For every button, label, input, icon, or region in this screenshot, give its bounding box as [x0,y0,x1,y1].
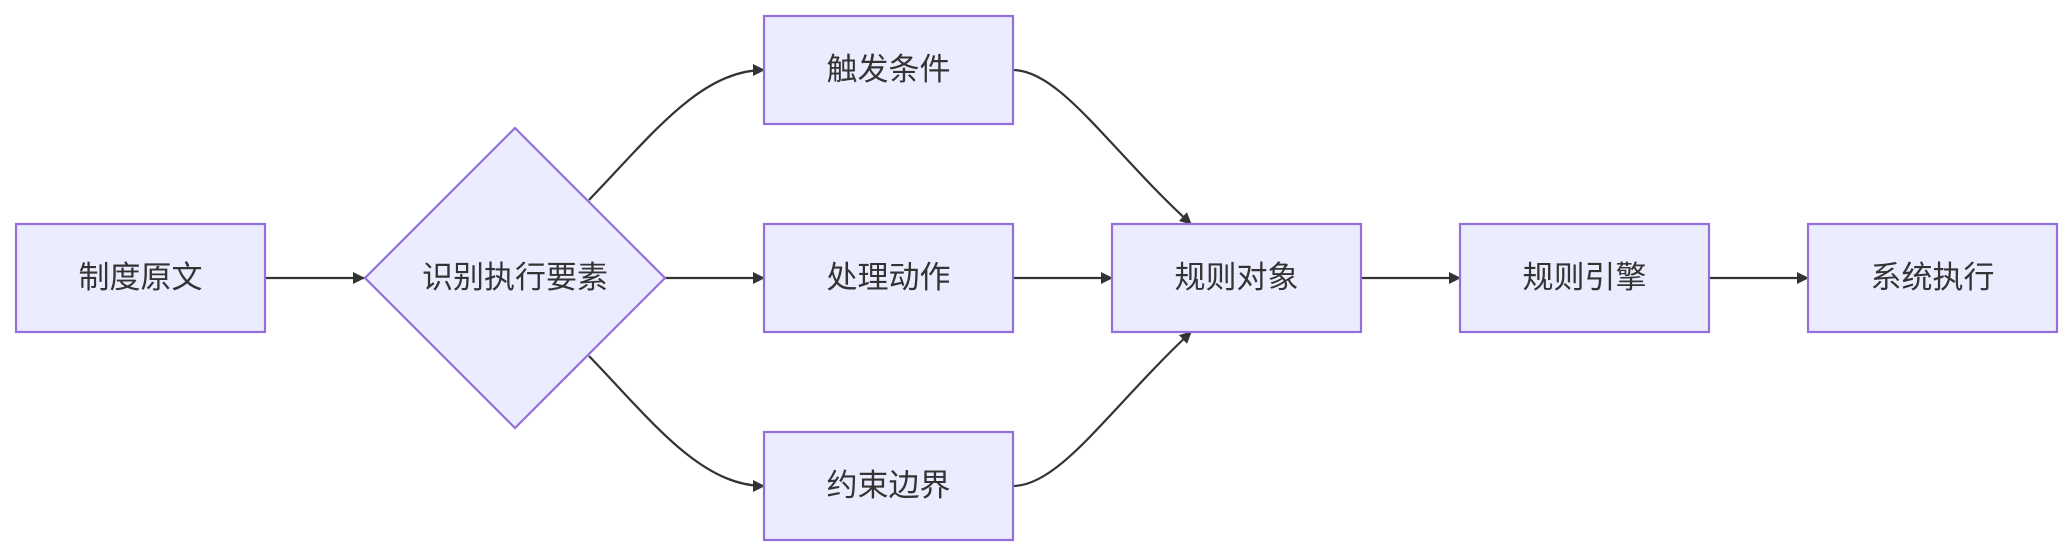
node-rule-engine-box [1458,222,1711,334]
node-trigger-condition-label: 触发条件 [827,52,951,88]
edge-identify-to-constraint [588,355,765,492]
node-rule-object-box [1110,222,1363,334]
node-system-execution-label: 系统执行 [1871,260,1995,296]
decision-diamond [363,126,667,430]
node-rule-object-label: 规则对象 [1175,260,1299,296]
node-rule-engine-label: 规则引擎 [1523,260,1647,296]
edge-constraint-to-rule-object [1012,331,1192,488]
node-source-text: 制度原文 [14,222,267,334]
node-rule-engine: 规则引擎 [1458,222,1711,334]
node-identify-elements-label: 识别执行要素 [422,260,608,296]
node-trigger-condition-box [762,14,1015,126]
node-processing-action: 处理动作 [762,222,1015,334]
node-processing-action-box [762,222,1015,334]
edge-identify-to-trigger [588,64,765,201]
node-constraint-boundary: 约束边界 [762,430,1015,542]
node-constraint-boundary-box [762,430,1015,542]
node-constraint-boundary-label: 约束边界 [827,468,951,504]
node-identify-elements: 识别执行要素 [363,126,667,430]
node-source-text-label: 制度原文 [79,260,203,296]
edges [265,64,1809,492]
node-rule-object: 规则对象 [1110,222,1363,334]
node-system-execution: 系统执行 [1806,222,2059,334]
node-processing-action-label: 处理动作 [827,260,951,296]
edge-trigger-to-rule-object [1012,68,1192,225]
node-source-text-box [14,222,267,334]
node-system-execution-box [1806,222,2059,334]
node-trigger-condition: 触发条件 [762,14,1015,126]
